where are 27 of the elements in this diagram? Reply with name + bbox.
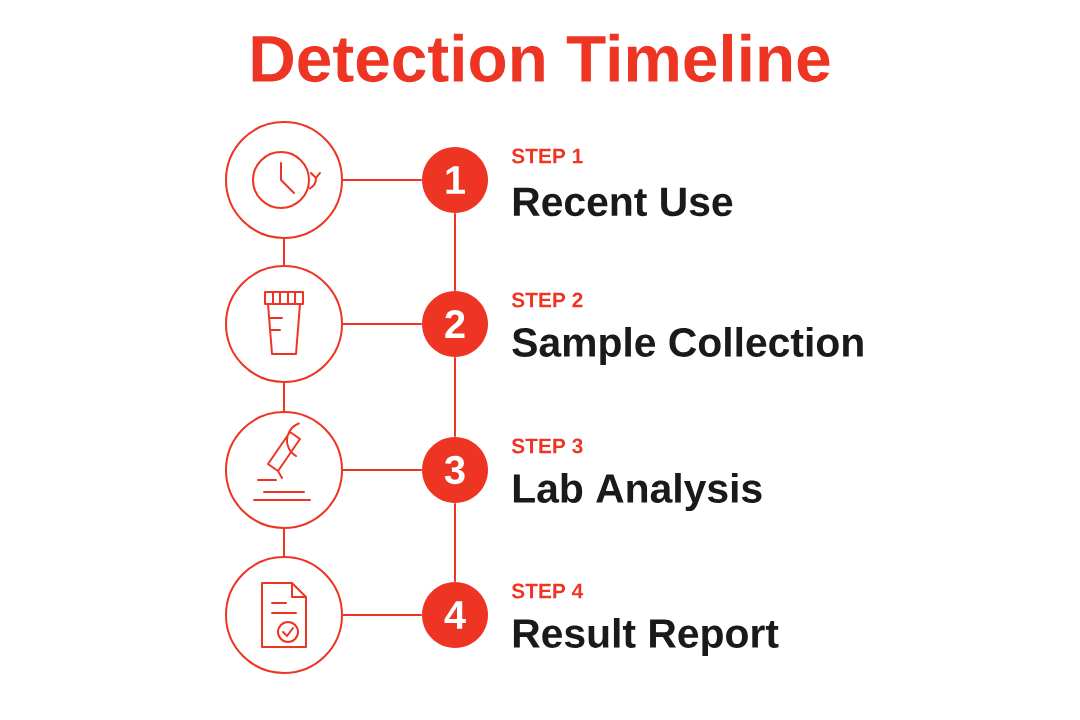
step-label: STEP 2 xyxy=(511,292,583,308)
step-label: STEP 3 xyxy=(511,438,583,454)
icon-circle xyxy=(225,121,343,239)
step-number-badge: 2 xyxy=(422,291,488,357)
connector-line xyxy=(342,614,423,616)
connector-line xyxy=(283,382,285,412)
step-number-badge: 3 xyxy=(422,437,488,503)
connector-line xyxy=(454,502,456,583)
step-number-badge: 4 xyxy=(422,582,488,648)
step-title: Lab Analysis xyxy=(513,472,762,511)
icon-circle xyxy=(225,556,343,674)
connector-line xyxy=(454,212,456,292)
step-number-badge: 1 xyxy=(422,147,488,213)
step-title: Sample Collection xyxy=(512,326,863,365)
step-title: Recent Use xyxy=(513,187,733,217)
connector-line xyxy=(283,238,285,266)
icon-circle xyxy=(225,411,343,529)
connector-line xyxy=(342,323,423,325)
connector-line xyxy=(283,528,285,557)
connector-line xyxy=(454,356,456,438)
connector-line xyxy=(342,469,423,471)
step-label: STEP 4 xyxy=(511,583,584,599)
connector-line xyxy=(342,179,423,181)
title: Detection Timeline xyxy=(252,33,830,83)
icon-circle xyxy=(225,265,343,383)
step-label: STEP 1 xyxy=(511,148,583,164)
step-title: Result Report xyxy=(513,617,779,656)
